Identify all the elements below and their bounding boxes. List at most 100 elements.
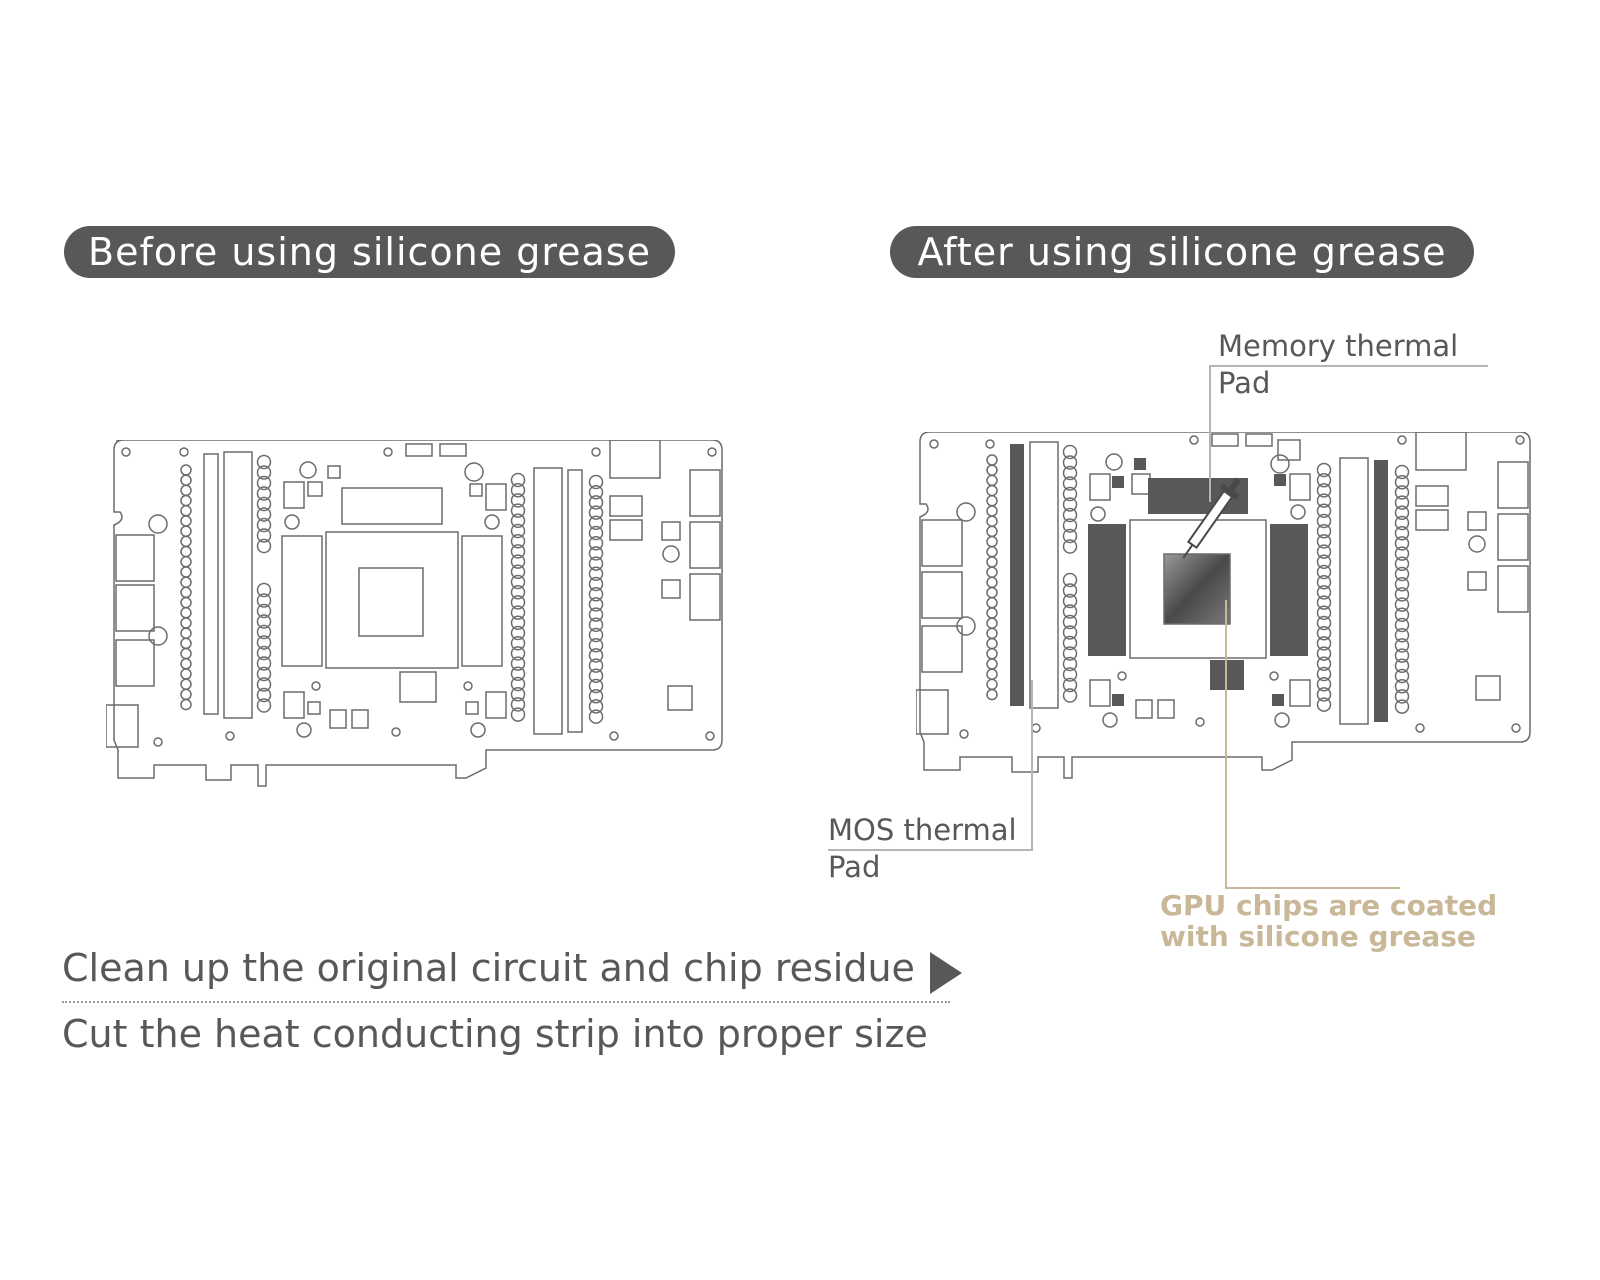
capacitor [510,574,526,590]
capacitor [1316,554,1332,570]
capacitor [1394,587,1410,602]
capacitor [256,687,272,703]
capacitor [1316,493,1332,508]
capacitor [256,507,272,522]
capacitor [1316,615,1332,631]
capacitor [1316,656,1332,672]
board-before-diagram [106,440,723,787]
capacitor [1394,689,1410,704]
capacitor [1062,625,1078,640]
mos-pad-line1: MOS thermal [828,813,1017,847]
capacitor [1394,474,1410,490]
capacitor [256,614,272,629]
capacitor [1394,495,1410,510]
capacitor [1394,658,1410,674]
capacitor [1316,646,1332,661]
capacitor [588,617,604,633]
mos-pad-callout: MOS thermal Pad [828,812,1017,886]
capacitor [510,666,526,682]
play-triangle-icon [930,952,962,994]
capacitor [1062,635,1078,651]
capacitor [1316,605,1332,621]
capacitor [1062,593,1078,609]
capacitor [1316,595,1332,610]
board-after-diagram [916,432,1531,779]
capacitor [1062,539,1078,554]
capacitor [588,484,604,500]
after-header: After using silicone grease [890,226,1474,278]
capacitor [1062,646,1078,661]
capacitor [1316,534,1332,549]
capacitor [1316,585,1332,600]
capacitor [1394,556,1410,572]
capacitor [1062,677,1078,693]
capacitor [1316,523,1332,539]
capacitor [256,624,272,640]
capacitor [1062,656,1078,672]
capacitor [588,699,604,714]
capacitor [256,465,272,480]
capacitor [1316,625,1332,641]
capacitor [588,586,604,602]
capacitor [256,475,272,491]
capacitor [1394,597,1410,612]
capacitor [1394,699,1410,714]
capacitor [588,637,604,653]
step-1-text: Clean up the original circuit and chip r… [62,946,915,990]
capacitor [588,505,604,520]
capacitor [588,658,604,673]
capacitor [1394,678,1410,694]
capacitor [588,556,604,571]
syringe-icon [1182,477,1241,559]
capacitor [510,595,526,610]
memory-pad-line1: Memory thermal [1218,329,1459,363]
capacitor [588,495,604,510]
capacitor [1062,604,1078,619]
capacitor [510,533,526,549]
capacitor [510,544,526,559]
capacitor [510,656,526,671]
capacitor [256,698,272,713]
capacitor [588,627,604,643]
capacitor [510,686,526,702]
capacitor [1316,462,1332,478]
capacitor [1316,483,1332,498]
capacitor [1394,576,1410,592]
capacitor [588,474,604,490]
capacitor [1062,455,1078,470]
capacitor [1394,607,1410,623]
capacitor [1316,564,1332,580]
capacitor [510,605,526,620]
capacitor [1062,497,1078,512]
capacitor [1394,525,1410,541]
capacitor [256,635,272,650]
capacitor [588,576,604,592]
capacitor [1394,648,1410,663]
capacitor [1316,574,1332,590]
capacitor [588,566,604,582]
before-header: Before using silicone grease [64,226,675,278]
capacitor [588,678,604,694]
capacitor [256,496,272,512]
capacitor [510,615,526,631]
capacitor [1316,676,1332,692]
capacitor [256,603,272,619]
capacitor [510,646,526,661]
capacitor [1062,583,1078,598]
capacitor [1394,546,1410,561]
capacitor [1062,688,1078,703]
step-divider [62,1001,950,1003]
capacitor [510,625,526,641]
capacitor [588,597,604,612]
capacitor [510,635,526,651]
capacitor [1394,668,1410,684]
memory-pad-callout: Memory thermal Pad [1218,328,1458,402]
capacitor [588,648,604,663]
capacitor [1062,572,1078,588]
capacitor [510,676,526,692]
capacitor [588,525,604,541]
capacitor [510,482,526,498]
memory-pad-line2: Pad [1218,366,1271,400]
capacitor [1316,544,1332,559]
step-2-text: Cut the heat conducting strip into prope… [62,1012,928,1056]
